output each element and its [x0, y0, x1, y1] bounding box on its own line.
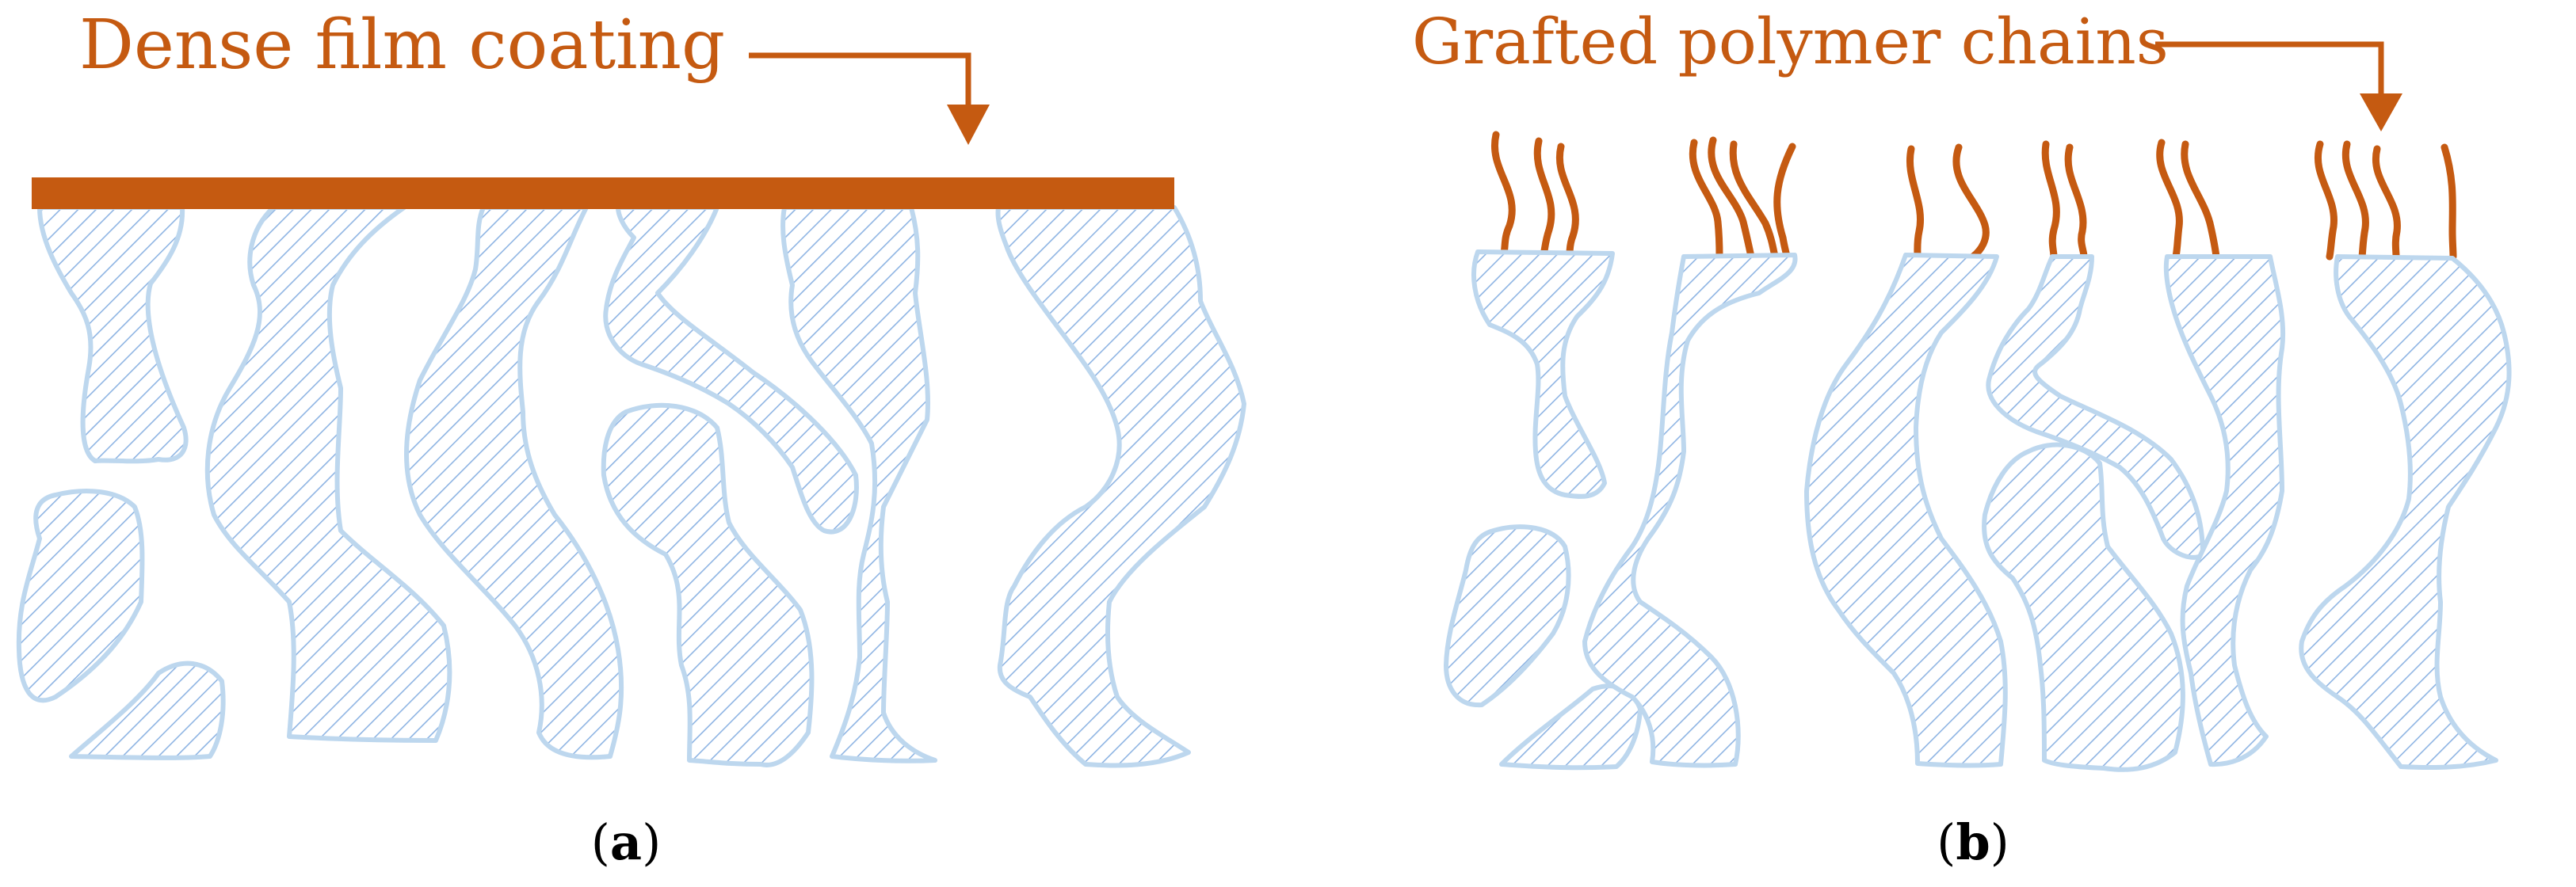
particle: [1986, 254, 2205, 560]
polymer-chain: [2181, 140, 2220, 261]
particle: [995, 205, 1246, 768]
particle: [603, 205, 859, 535]
particle: [1444, 524, 1571, 708]
particle: [37, 205, 189, 464]
caption-close-paren: ): [642, 813, 661, 871]
polymer-chain: [1906, 145, 1924, 261]
particle: [1499, 683, 1643, 771]
panel-b-caption-letter: b: [1956, 813, 1990, 871]
polymer-chain: [1555, 143, 1579, 261]
caption-open-paren: (: [1937, 813, 1956, 871]
panel-a-arrow: [749, 52, 971, 105]
polymer-chain: [2441, 143, 2457, 261]
panel-a-porous-substrate: [16, 205, 1246, 768]
polymer-chain: [1533, 137, 1555, 259]
polymer-chain: [2372, 145, 2401, 261]
particle: [780, 205, 937, 763]
polymer-chain: [1491, 131, 1516, 257]
polymer-chain: [1952, 143, 1990, 261]
panel-a-caption: (a): [591, 813, 662, 871]
panel-b-arrowhead: [2360, 93, 2402, 131]
polymer-chain: [1708, 136, 1755, 261]
panel-b-porous-substrate: [1444, 249, 2512, 772]
panel-b-label: Grafted polymer chains: [1412, 5, 2169, 78]
polymer-chain: [1773, 143, 1796, 261]
polymer-chain: [2314, 140, 2337, 261]
polymer-chain: [1689, 139, 1723, 261]
polymer-chain: [2041, 140, 2060, 261]
caption-open-paren: (: [591, 813, 610, 871]
particle: [1582, 253, 1798, 768]
particle: [204, 205, 452, 743]
particle: [601, 402, 815, 767]
polymer-chain: [2341, 140, 2369, 261]
panel-a: Dense film coating (a): [16, 6, 1246, 871]
particle: [1982, 442, 2185, 772]
polymer-chain: [1729, 140, 1779, 261]
particle: [404, 205, 624, 760]
caption-close-paren: ): [1990, 813, 2009, 871]
panel-b-arrow: [2155, 41, 2384, 93]
panel-a-caption-letter: a: [610, 813, 642, 871]
panel-a-arrowhead: [947, 105, 990, 145]
dense-film-coating-bar: [32, 177, 1174, 209]
polymer-chain: [2064, 143, 2088, 261]
particle: [1471, 249, 1615, 499]
polymer-chain: [2156, 139, 2183, 261]
particle: [1804, 253, 2008, 768]
panel-b-caption: (b): [1937, 813, 2009, 871]
particle: [2163, 254, 2286, 767]
panel-b: Grafted polymer chains: [1412, 5, 2512, 871]
particle: [2299, 254, 2512, 771]
particle: [16, 489, 145, 703]
particle: [69, 660, 226, 760]
panel-a-label: Dense film coating: [79, 6, 725, 85]
grafted-polymer-chains: [1491, 131, 2457, 261]
